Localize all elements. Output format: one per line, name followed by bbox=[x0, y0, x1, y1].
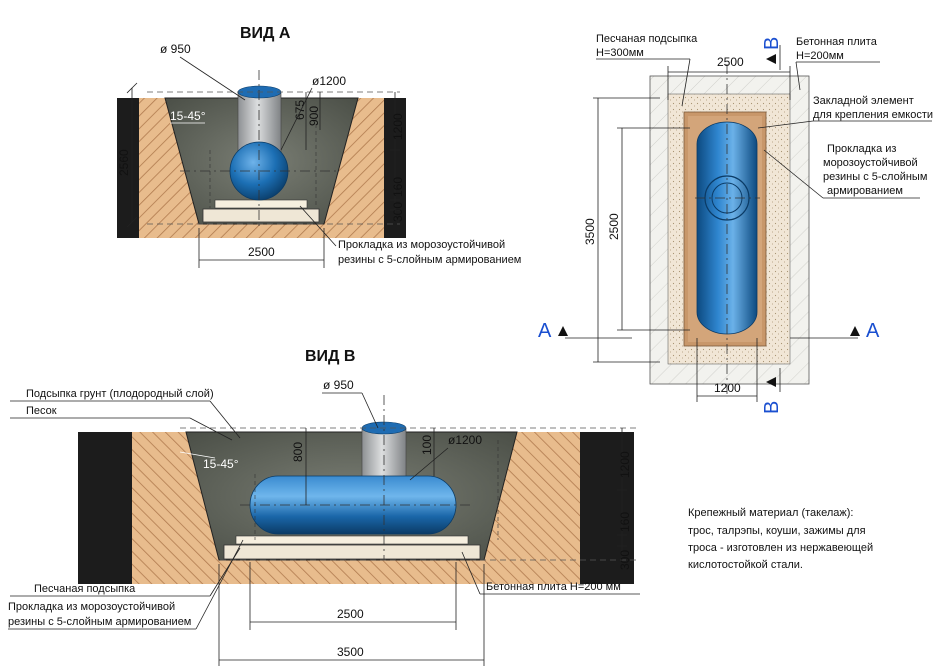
plan-label-gasket-1: Прокладка из bbox=[827, 143, 896, 155]
view-b-label-sand-bed: Песчаная подсыпка bbox=[34, 583, 136, 595]
view-b-dim-1200: 1200 bbox=[618, 451, 632, 478]
view-b-label-sand-leader bbox=[189, 417, 233, 441]
view-b-label-gasket-1: Прокладка из морозоустойчивой bbox=[8, 601, 175, 613]
plan-dim-2500-side: 2500 bbox=[607, 213, 621, 240]
view-b-label-slab-leader bbox=[461, 551, 481, 595]
view-a-dim-2500: 2500 bbox=[248, 245, 275, 259]
plan-dim-3500: 3500 bbox=[583, 218, 597, 245]
view-b-neck-dia: ø 950 bbox=[323, 378, 354, 392]
plan-label-slab-leader bbox=[795, 61, 801, 91]
note-line-1: Крепежный материал (такелаж): bbox=[688, 507, 853, 519]
plan-label-sand-1: Песчаная подсыпка bbox=[596, 33, 698, 45]
view-b-dim-2500: 2500 bbox=[337, 607, 364, 621]
plan-label-gasket-2: морозоустойчивой bbox=[823, 157, 918, 169]
view-b-right-wall bbox=[580, 432, 634, 584]
view-a-neck-dia: ø 950 bbox=[160, 42, 191, 56]
note-line-3: троса - изготовлен из нержавеющей bbox=[688, 542, 873, 554]
plan-label-embed-leader bbox=[757, 120, 814, 129]
view-b-dim-3500: 3500 bbox=[337, 645, 364, 659]
plan-dim-1200: 1200 bbox=[714, 381, 741, 395]
fastening-note: Крепежный материал (такелаж): трос, талр… bbox=[688, 507, 873, 571]
view-a-left-wall bbox=[117, 98, 139, 238]
view-b-neck-leader bbox=[361, 392, 379, 429]
view-a-dim-2560-tick2 bbox=[126, 216, 138, 228]
plan-sec-b-bottom-arrow bbox=[766, 377, 776, 387]
plan-label-gasket-3: резины с 5-слойным bbox=[823, 171, 927, 183]
plan-label-sand-leader bbox=[681, 58, 691, 107]
view-b-label-soil-leader bbox=[209, 400, 241, 439]
view-b-angle-line bbox=[179, 451, 216, 459]
plan-label-slab-1: Бетонная плита bbox=[796, 36, 878, 48]
plan-sec-b-top: B bbox=[761, 37, 783, 50]
view-b-label-gasket-leader bbox=[195, 539, 244, 630]
view-a-note-leader bbox=[299, 205, 337, 247]
view-b-gasket bbox=[235, 535, 469, 545]
view-b-title: ВИД В bbox=[305, 348, 355, 365]
view-a-gasket bbox=[214, 199, 308, 209]
view-b-slab bbox=[223, 544, 481, 560]
note-line-2: трос, талрэпы, коуши, зажимы для bbox=[688, 525, 866, 537]
view-b-soil bbox=[132, 432, 580, 584]
plan-sec-a-left: A bbox=[538, 320, 552, 342]
view-b-label-slab: Бетонная плита Н=200 мм bbox=[486, 581, 621, 593]
view-a-title: ВИД А bbox=[240, 25, 291, 42]
note-line-4: кислотостойкой стали. bbox=[688, 559, 803, 571]
view-a-dim-2560-tick1 bbox=[126, 82, 138, 94]
view-b-dim-800: 800 bbox=[291, 442, 305, 462]
plan-sec-b-bottom: B bbox=[761, 401, 783, 414]
plan-sec-a-right-arrow bbox=[850, 326, 860, 336]
plan-label-sand-2: Н=300мм bbox=[596, 47, 644, 59]
view-b-left-wall bbox=[78, 432, 132, 584]
view-a-dim-900: 900 bbox=[307, 106, 321, 126]
plan-view: 2500 3500 2500 1200 A A B B Песчаная под… bbox=[538, 33, 933, 414]
plan-label-gasket-leader bbox=[763, 149, 824, 199]
view-b-dim-300: 300 bbox=[618, 550, 632, 570]
view-b-label-soil: Подсыпка грунт (плодородный слой) bbox=[26, 388, 214, 400]
view-a-dim-2560: 2560 bbox=[117, 149, 131, 176]
view-a-slab bbox=[202, 208, 320, 223]
view-a-dim-160: 160 bbox=[391, 177, 405, 197]
plan-label-embed-2: для крепления емкости bbox=[813, 109, 933, 121]
view-a-tank-dia: ø1200 bbox=[312, 74, 346, 88]
plan-sec-b-top-arrow bbox=[766, 54, 776, 64]
view-a-dim-1200: 1200 bbox=[391, 113, 405, 140]
plan-label-slab-2: Н=200мм bbox=[796, 50, 844, 62]
view-b-dim-100: 100 bbox=[420, 435, 434, 455]
view-a-note-line2: резины с 5-слойным армированием bbox=[338, 254, 521, 266]
view-a: ВИД А 2560 1200 160 300 bbox=[117, 25, 521, 268]
view-b-label-sand: Песок bbox=[26, 405, 57, 417]
view-b-dim-160: 160 bbox=[618, 512, 632, 532]
view-b-label-gasket-2: резины с 5-слойным армированием bbox=[8, 616, 191, 628]
view-a-note-line1: Прокладка из морозоустойчивой bbox=[338, 239, 505, 251]
view-b-tank-dia: ø1200 bbox=[448, 433, 482, 447]
view-b: ВИД В 1200 160 300 800 100 ø 950 bbox=[8, 348, 640, 666]
view-a-neck-leader bbox=[179, 56, 246, 101]
view-a-tank-leader bbox=[280, 87, 313, 151]
view-a-angle: 15-45° bbox=[170, 109, 206, 123]
plan-label-embed-1: Закладной элемент bbox=[813, 95, 914, 107]
plan-sec-a-left-arrow bbox=[558, 326, 568, 336]
view-b-tank-leader bbox=[409, 447, 449, 481]
plan-sec-a-right: A bbox=[866, 320, 880, 342]
plan-label-gasket-4: армированием bbox=[827, 185, 903, 197]
view-a-dim-300: 300 bbox=[391, 202, 405, 222]
plan-dim-2500-top: 2500 bbox=[717, 55, 744, 69]
view-b-angle: 15-45° bbox=[203, 457, 239, 471]
